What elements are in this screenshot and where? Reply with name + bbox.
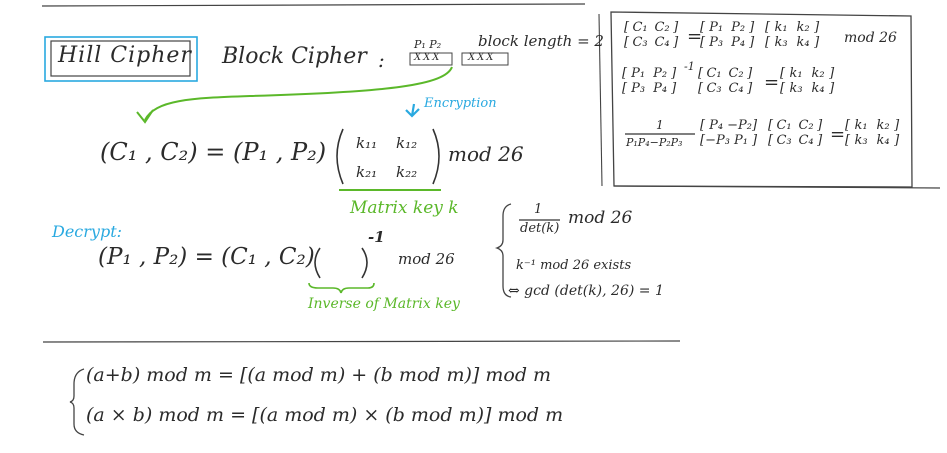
box-r1-eq: = bbox=[687, 26, 703, 47]
hill-box-outer bbox=[44, 36, 198, 82]
inverse-exponent: -1 bbox=[368, 228, 385, 246]
hill-box-inner bbox=[50, 40, 191, 77]
decrypt-label: Decrypt: bbox=[52, 222, 123, 241]
rules-brace bbox=[69, 368, 85, 436]
box-r3-eq: = bbox=[830, 124, 846, 145]
block-cells-2: XXX bbox=[468, 52, 496, 63]
block-cell-2 bbox=[461, 52, 509, 66]
block-cells-1: XXX bbox=[414, 52, 442, 63]
k11: k₁₁ bbox=[356, 134, 378, 152]
summary-box bbox=[610, 11, 913, 188]
box-r2-exp: -1 bbox=[684, 60, 695, 73]
block-cell-1 bbox=[409, 52, 453, 66]
inverse-brace bbox=[308, 282, 375, 294]
matrix-key-label: Matrix key k bbox=[350, 198, 459, 218]
encrypt-equation: (C₁ , C₂) = (P₁ , P₂) bbox=[100, 138, 327, 166]
conditions-brace bbox=[494, 203, 512, 298]
mid-rule bbox=[42, 340, 681, 343]
box-r3-den: P₁P₄−P₂P₃ bbox=[626, 136, 683, 149]
frac-num: 1 bbox=[534, 202, 543, 217]
condition-line-2: ⇔ gcd (det(k), 26) = 1 bbox=[508, 283, 664, 299]
k21: k₂₁ bbox=[356, 163, 378, 181]
box-r2-eq: = bbox=[764, 72, 780, 93]
encrypt-mod: mod 26 bbox=[448, 142, 524, 166]
top-rule bbox=[41, 3, 586, 7]
decrypt-equation: (P₁ , P₂) = (C₁ , C₂) bbox=[98, 244, 315, 270]
condition-line-1: k⁻¹ mod 26 exists bbox=[516, 258, 632, 273]
decrypt-mod: mod 26 bbox=[398, 250, 455, 268]
box-r3-num: 1 bbox=[656, 118, 664, 132]
block-length: block length = 2 bbox=[478, 32, 604, 50]
green-arrow bbox=[144, 66, 453, 121]
k12: k₁₂ bbox=[396, 134, 418, 152]
encryption-arrow bbox=[405, 103, 420, 118]
encryption-annotation: Encryption bbox=[424, 96, 497, 111]
frac-den: det(k) bbox=[520, 221, 560, 236]
hill-cipher-title: Hill Cipher bbox=[58, 43, 192, 68]
rule-addition: (a+b) mod m = [(a mod m) + (b mod m)] mo… bbox=[86, 364, 552, 386]
block-cipher-title: Block Cipher bbox=[222, 44, 367, 69]
block-label: P₁ P₂ bbox=[414, 38, 442, 51]
frac-mod: mod 26 bbox=[568, 208, 633, 228]
box-r1-mod: mod 26 bbox=[844, 30, 897, 46]
colon: : bbox=[378, 48, 385, 72]
inverse-label: Inverse of Matrix key bbox=[308, 296, 460, 312]
rule-multiplication: (a × b) mod m = [(a mod m) × (b mod m)] … bbox=[86, 404, 564, 426]
k22: k₂₂ bbox=[396, 163, 418, 181]
